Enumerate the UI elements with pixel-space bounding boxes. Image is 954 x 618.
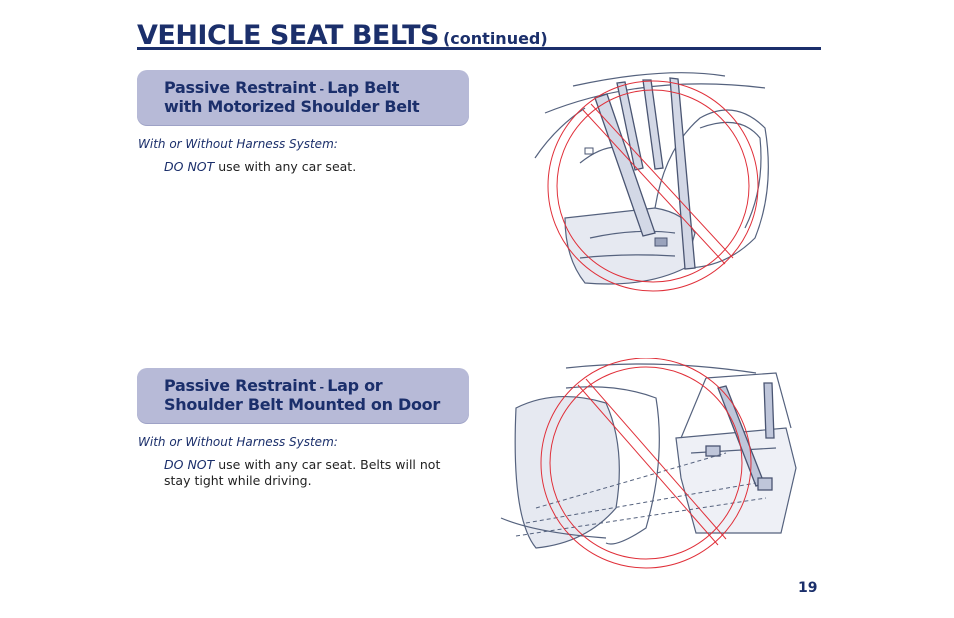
section-heading-box-1: Passive Restraint - Lap Belt with Motori… (137, 70, 469, 125)
section-heading-2-line1: Passive Restraint - Lap or (164, 376, 383, 395)
door-mounted-belt-illustration (500, 358, 797, 569)
motorized-belt-seat-illustration (534, 72, 769, 292)
section-subheading-1: With or Without Harness System: (138, 137, 338, 151)
section-heading-box-2: Passive Restraint - Lap or Shoulder Belt… (137, 368, 469, 423)
emphasis-do-not: DO NOT (164, 159, 215, 174)
title-main: VEHICLE SEAT BELTS (137, 20, 439, 51)
section-heading-1-line1: Passive Restraint - Lap Belt (164, 78, 400, 97)
section-heading-1-line2: with Motorized Shoulder Belt (164, 97, 420, 116)
page-number: 19 (798, 580, 818, 596)
section-subheading-2: With or Without Harness System: (138, 435, 338, 449)
emphasis-do-not: DO NOT (164, 457, 215, 472)
section-body-1: DO NOT use with any car seat. (164, 159, 357, 174)
title-rule (137, 47, 821, 50)
section-heading-2-line2: Shoulder Belt Mounted on Door (164, 395, 440, 414)
title-continued: (continued) (442, 29, 548, 48)
page-title: VEHICLE SEAT BELTS(continued) (137, 14, 548, 52)
section-body-2: DO NOT use with any car seat. Belts will… (164, 457, 441, 488)
